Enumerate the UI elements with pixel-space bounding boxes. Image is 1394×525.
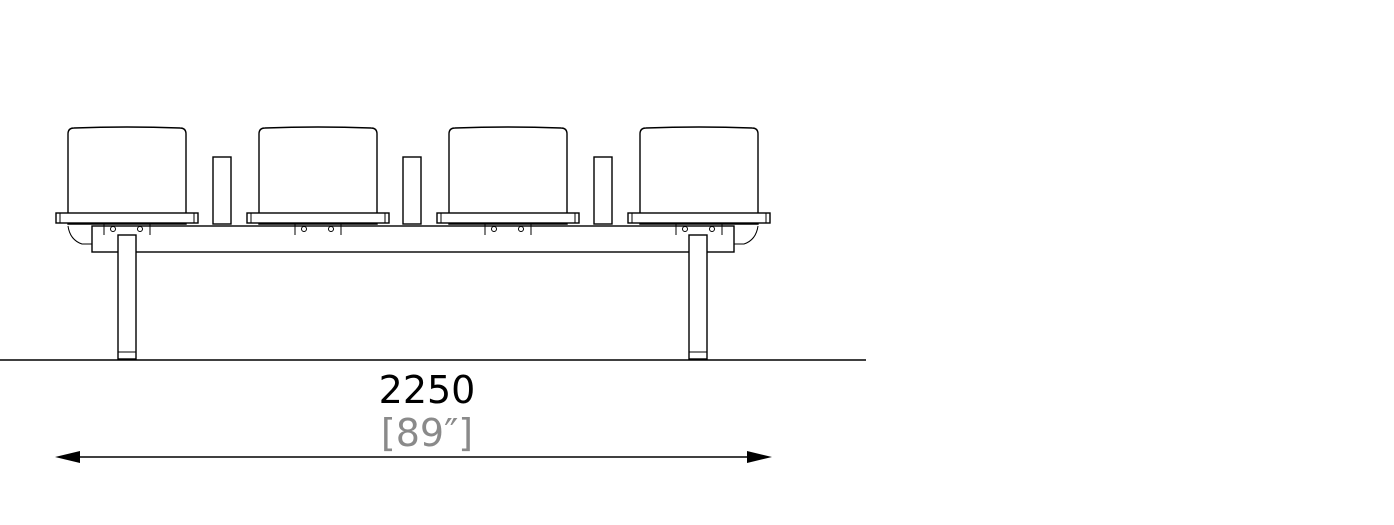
- bench-leg: [688, 234, 708, 360]
- bench-leg: [117, 234, 137, 360]
- seat: [436, 126, 580, 235]
- armrest-divider: [402, 156, 422, 225]
- dimension-value-inches: [89″]: [381, 411, 473, 455]
- dimension-value-mm: 2250: [379, 368, 476, 412]
- dimension-arrow: [55, 451, 772, 463]
- armrest-divider: [593, 156, 613, 225]
- bench-beam: [91, 225, 735, 253]
- seat: [627, 126, 771, 245]
- seat: [55, 126, 199, 245]
- armrest-divider: [212, 156, 232, 225]
- seat: [246, 126, 390, 235]
